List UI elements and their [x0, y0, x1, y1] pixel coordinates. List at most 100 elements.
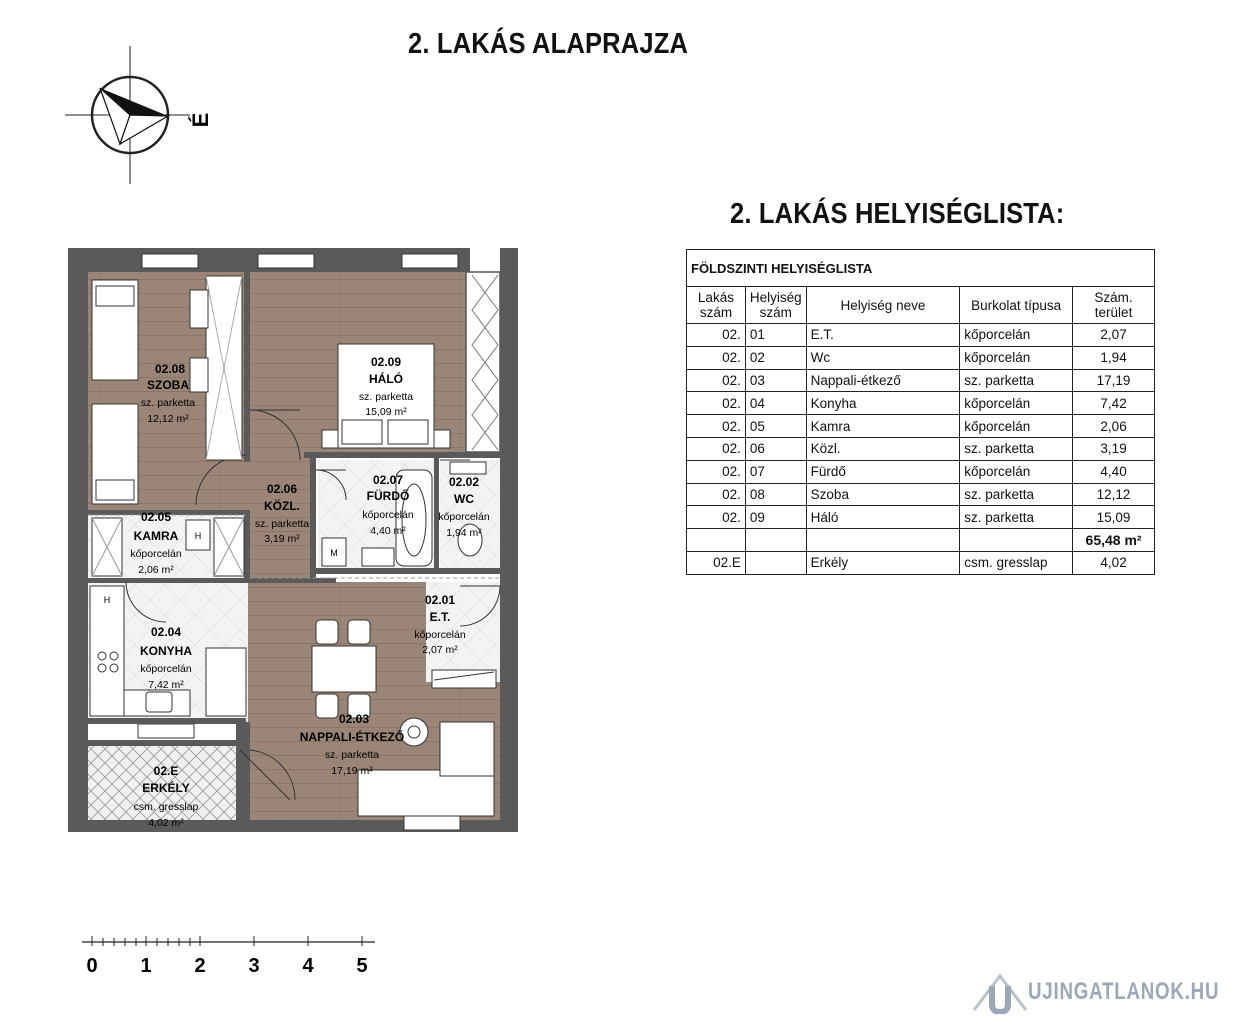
room-area: 4,40 m² [370, 525, 406, 537]
table-cell: Kamra [805, 414, 961, 438]
table-cell: sz. parketta [959, 505, 1074, 530]
table-cell: 02. [686, 482, 746, 507]
room-floor: kőporcelán [438, 511, 490, 523]
room-code: 02.05 [141, 510, 171, 524]
column-header: Burkolat típusa [959, 286, 1074, 324]
table-cell: 02.E [686, 550, 746, 575]
dining-table [311, 645, 377, 693]
table-cell: 06 [744, 436, 807, 461]
table-cell: sz. parketta [959, 436, 1074, 461]
table-cell: csm. gresslap [959, 550, 1074, 575]
table-section-row: FÖLDSZINTI HELYISÉGLISTA [686, 249, 1155, 287]
plan-title: 2. LAKÁS ALAPRAJZA [408, 28, 689, 60]
room-floor: sz. parketta [255, 518, 309, 530]
table-cell: 01 [744, 323, 807, 347]
room-code: 02.07 [373, 473, 403, 487]
table-total-row: 65,48 m² [686, 528, 1155, 552]
table-row: 02. 07 Fürdő kőporcelán 4,40 [686, 459, 1155, 484]
room-floor: kőporcelán [130, 548, 182, 560]
room-code: 02.E [154, 764, 179, 778]
table-cell: 02. [686, 323, 746, 347]
room-area: 17,19 m² [331, 765, 373, 777]
table-cell: kőporcelán [959, 391, 1074, 416]
room-area: 2,06 m² [138, 564, 174, 576]
room-name: KONYHA [140, 644, 192, 658]
room-floor: sz. parketta [141, 397, 195, 409]
table-cell: 3,19 [1072, 436, 1155, 461]
north-label: É [188, 113, 213, 128]
table-cell: E.T. [805, 323, 961, 347]
column-header: Szám.terület [1072, 286, 1155, 324]
table-cell: Fürdő [805, 459, 961, 484]
table-cell: kőporcelán [959, 459, 1074, 484]
table-cell: 02 [744, 345, 807, 370]
room-name: KAMRA [134, 529, 179, 543]
scale-bar: 0 1 2 3 4 5 [82, 936, 375, 977]
table-cell: kőporcelán [959, 345, 1074, 370]
table-cell: 17,19 [1072, 368, 1155, 393]
room-code: 02.04 [151, 625, 181, 639]
washer [321, 537, 347, 567]
fridge-symbol: H [104, 595, 111, 605]
table-cell: 07 [744, 459, 807, 484]
room-floor: sz. parketta [325, 749, 379, 761]
table-cell: 08 [744, 482, 807, 507]
table-cell: Konyha [805, 391, 961, 416]
table-row: 02. 02 Wc kőporcelán 1,94 [686, 345, 1155, 370]
room-area: 1,94 m² [446, 527, 482, 539]
table-cell: 05 [744, 414, 807, 438]
table-cell: 02. [686, 459, 746, 484]
table-cell: 4,02 [1072, 550, 1155, 575]
table-cell: 1,94 [1072, 345, 1155, 370]
room-area: 15,09 m² [365, 406, 407, 418]
watermark-text: UJINGATLANOK.HU [1028, 978, 1220, 1005]
table-row: 02. 05 Kamra kőporcelán 2,06 [686, 414, 1155, 438]
table-cell: 02. [686, 436, 746, 461]
room-floor: kőporcelán [140, 663, 192, 675]
room-area: 12,12 m² [147, 413, 189, 425]
column-header: Helyiség neve [805, 286, 961, 324]
room-code: 02.01 [425, 593, 455, 607]
table-cell: 15,09 [1072, 505, 1155, 530]
scale-label: 4 [302, 955, 314, 977]
house-logo-icon [972, 973, 1028, 1014]
room-floor: csm. gresslap [134, 801, 199, 813]
table-cell: 02. [686, 368, 746, 393]
table-section-title: FÖLDSZINTI HELYISÉGLISTA [686, 249, 1155, 287]
room-floor: sz. parketta [359, 391, 413, 403]
table-cell: sz. parketta [959, 482, 1074, 507]
floor-plan: M H H 02.08 SZO [68, 248, 518, 832]
scale-label: 1 [140, 955, 151, 977]
room-code: 02.03 [339, 712, 369, 726]
room-name: HÁLÓ [369, 371, 403, 386]
room-area: 4,02 m² [148, 817, 184, 829]
table-cell: Nappali-étkező [805, 368, 961, 393]
table-cell: 02. [686, 414, 746, 438]
table-row: 02. 06 Közl. sz. parketta 3,19 [686, 436, 1155, 461]
room-name: WC [454, 492, 474, 506]
table-cell: 09 [744, 505, 807, 530]
table-cell: 04 [744, 391, 807, 416]
room-name: KÖZL. [264, 498, 300, 513]
room-area: 2,07 m² [422, 644, 458, 656]
table-row: 02. 08 Szoba sz. parketta 12,12 [686, 482, 1155, 507]
table-cell: 03 [744, 368, 807, 393]
fridge [185, 519, 211, 551]
room-name: FÜRDŐ [367, 488, 410, 503]
table-cell: Erkély [805, 550, 961, 575]
room-erkely-floor [88, 744, 238, 822]
table-cell [744, 550, 807, 575]
room-name: ERKÉLY [142, 780, 190, 795]
room-name: SZOBA [147, 378, 189, 392]
table-cell: Közl. [805, 436, 961, 461]
total-area: 65,48 m² [1072, 528, 1155, 552]
scale-label: 3 [248, 955, 259, 977]
table-cell: 02. [686, 505, 746, 530]
scale-label: 2 [194, 955, 205, 977]
table-cell: sz. parketta [959, 368, 1074, 393]
room-floor: kőporcelán [414, 629, 466, 641]
